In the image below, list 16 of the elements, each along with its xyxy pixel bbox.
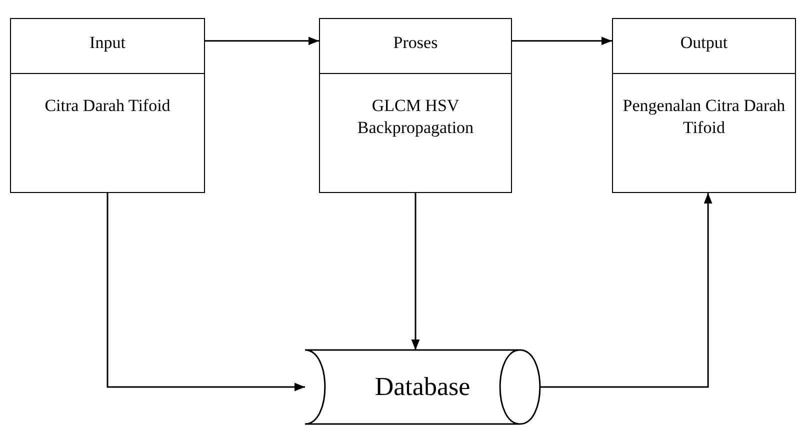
process-box <box>319 18 512 193</box>
process-box <box>612 18 796 193</box>
box-text: Citra Darah Tifoid <box>44 95 170 117</box>
box-text: Pengenalan Citra Darah Tifoid <box>622 95 786 139</box>
arrow <box>411 193 420 350</box>
box-heading: Proses <box>393 33 438 52</box>
arrow <box>106 193 305 392</box>
box-text: GLCM HSV Backpropagation <box>356 95 475 139</box>
arrow <box>512 36 612 46</box>
node-label: Database <box>374 372 470 401</box>
box-heading: Output <box>680 33 728 52</box>
box-heading: Input <box>90 33 126 52</box>
arrow <box>205 36 319 46</box>
process-box <box>10 18 205 193</box>
database-cylinder <box>305 350 540 424</box>
arrow <box>540 193 712 388</box>
